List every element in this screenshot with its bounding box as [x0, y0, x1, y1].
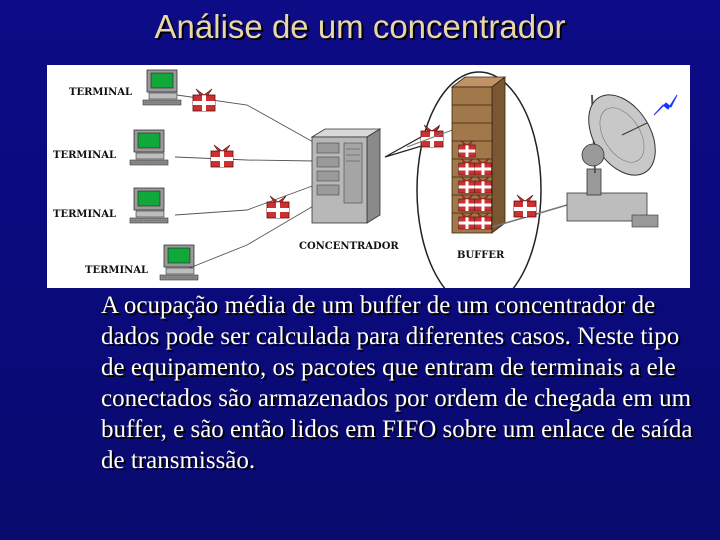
buffer-shelf-icon [450, 76, 507, 234]
lightning-icon [653, 94, 678, 116]
packet-icon [210, 144, 234, 168]
terminal-label-1: TERMINAL [69, 87, 132, 98]
satellite-dish-icon [566, 94, 659, 228]
terminal-3 [129, 187, 169, 224]
concentrator-label: CONCENTRADOR [299, 241, 399, 252]
packet-icon [266, 195, 290, 219]
concentrator-cabinet-icon [310, 128, 382, 224]
slide-title: Análise de um concentrador [154, 8, 566, 45]
buffer-ellipse [416, 71, 542, 288]
terminal-2 [129, 129, 169, 166]
buffer-label: BUFFER [457, 250, 505, 261]
concentrator-diagram: TERMINAL TERMINAL TERMINAL TERMINAL CONC… [47, 65, 690, 288]
packet-icon [420, 124, 444, 148]
terminal-1 [142, 69, 182, 106]
terminal-links [174, 94, 316, 270]
packet-icon [192, 88, 216, 112]
body-paragraph: A ocupação média de um buffer de um conc… [101, 292, 693, 474]
terminal-label-4: TERMINAL [85, 265, 148, 276]
terminal-label-2: TERMINAL [53, 150, 116, 161]
terminal-label-3: TERMINAL [53, 209, 116, 220]
packet-icon [513, 194, 537, 218]
terminal-4 [159, 244, 199, 281]
